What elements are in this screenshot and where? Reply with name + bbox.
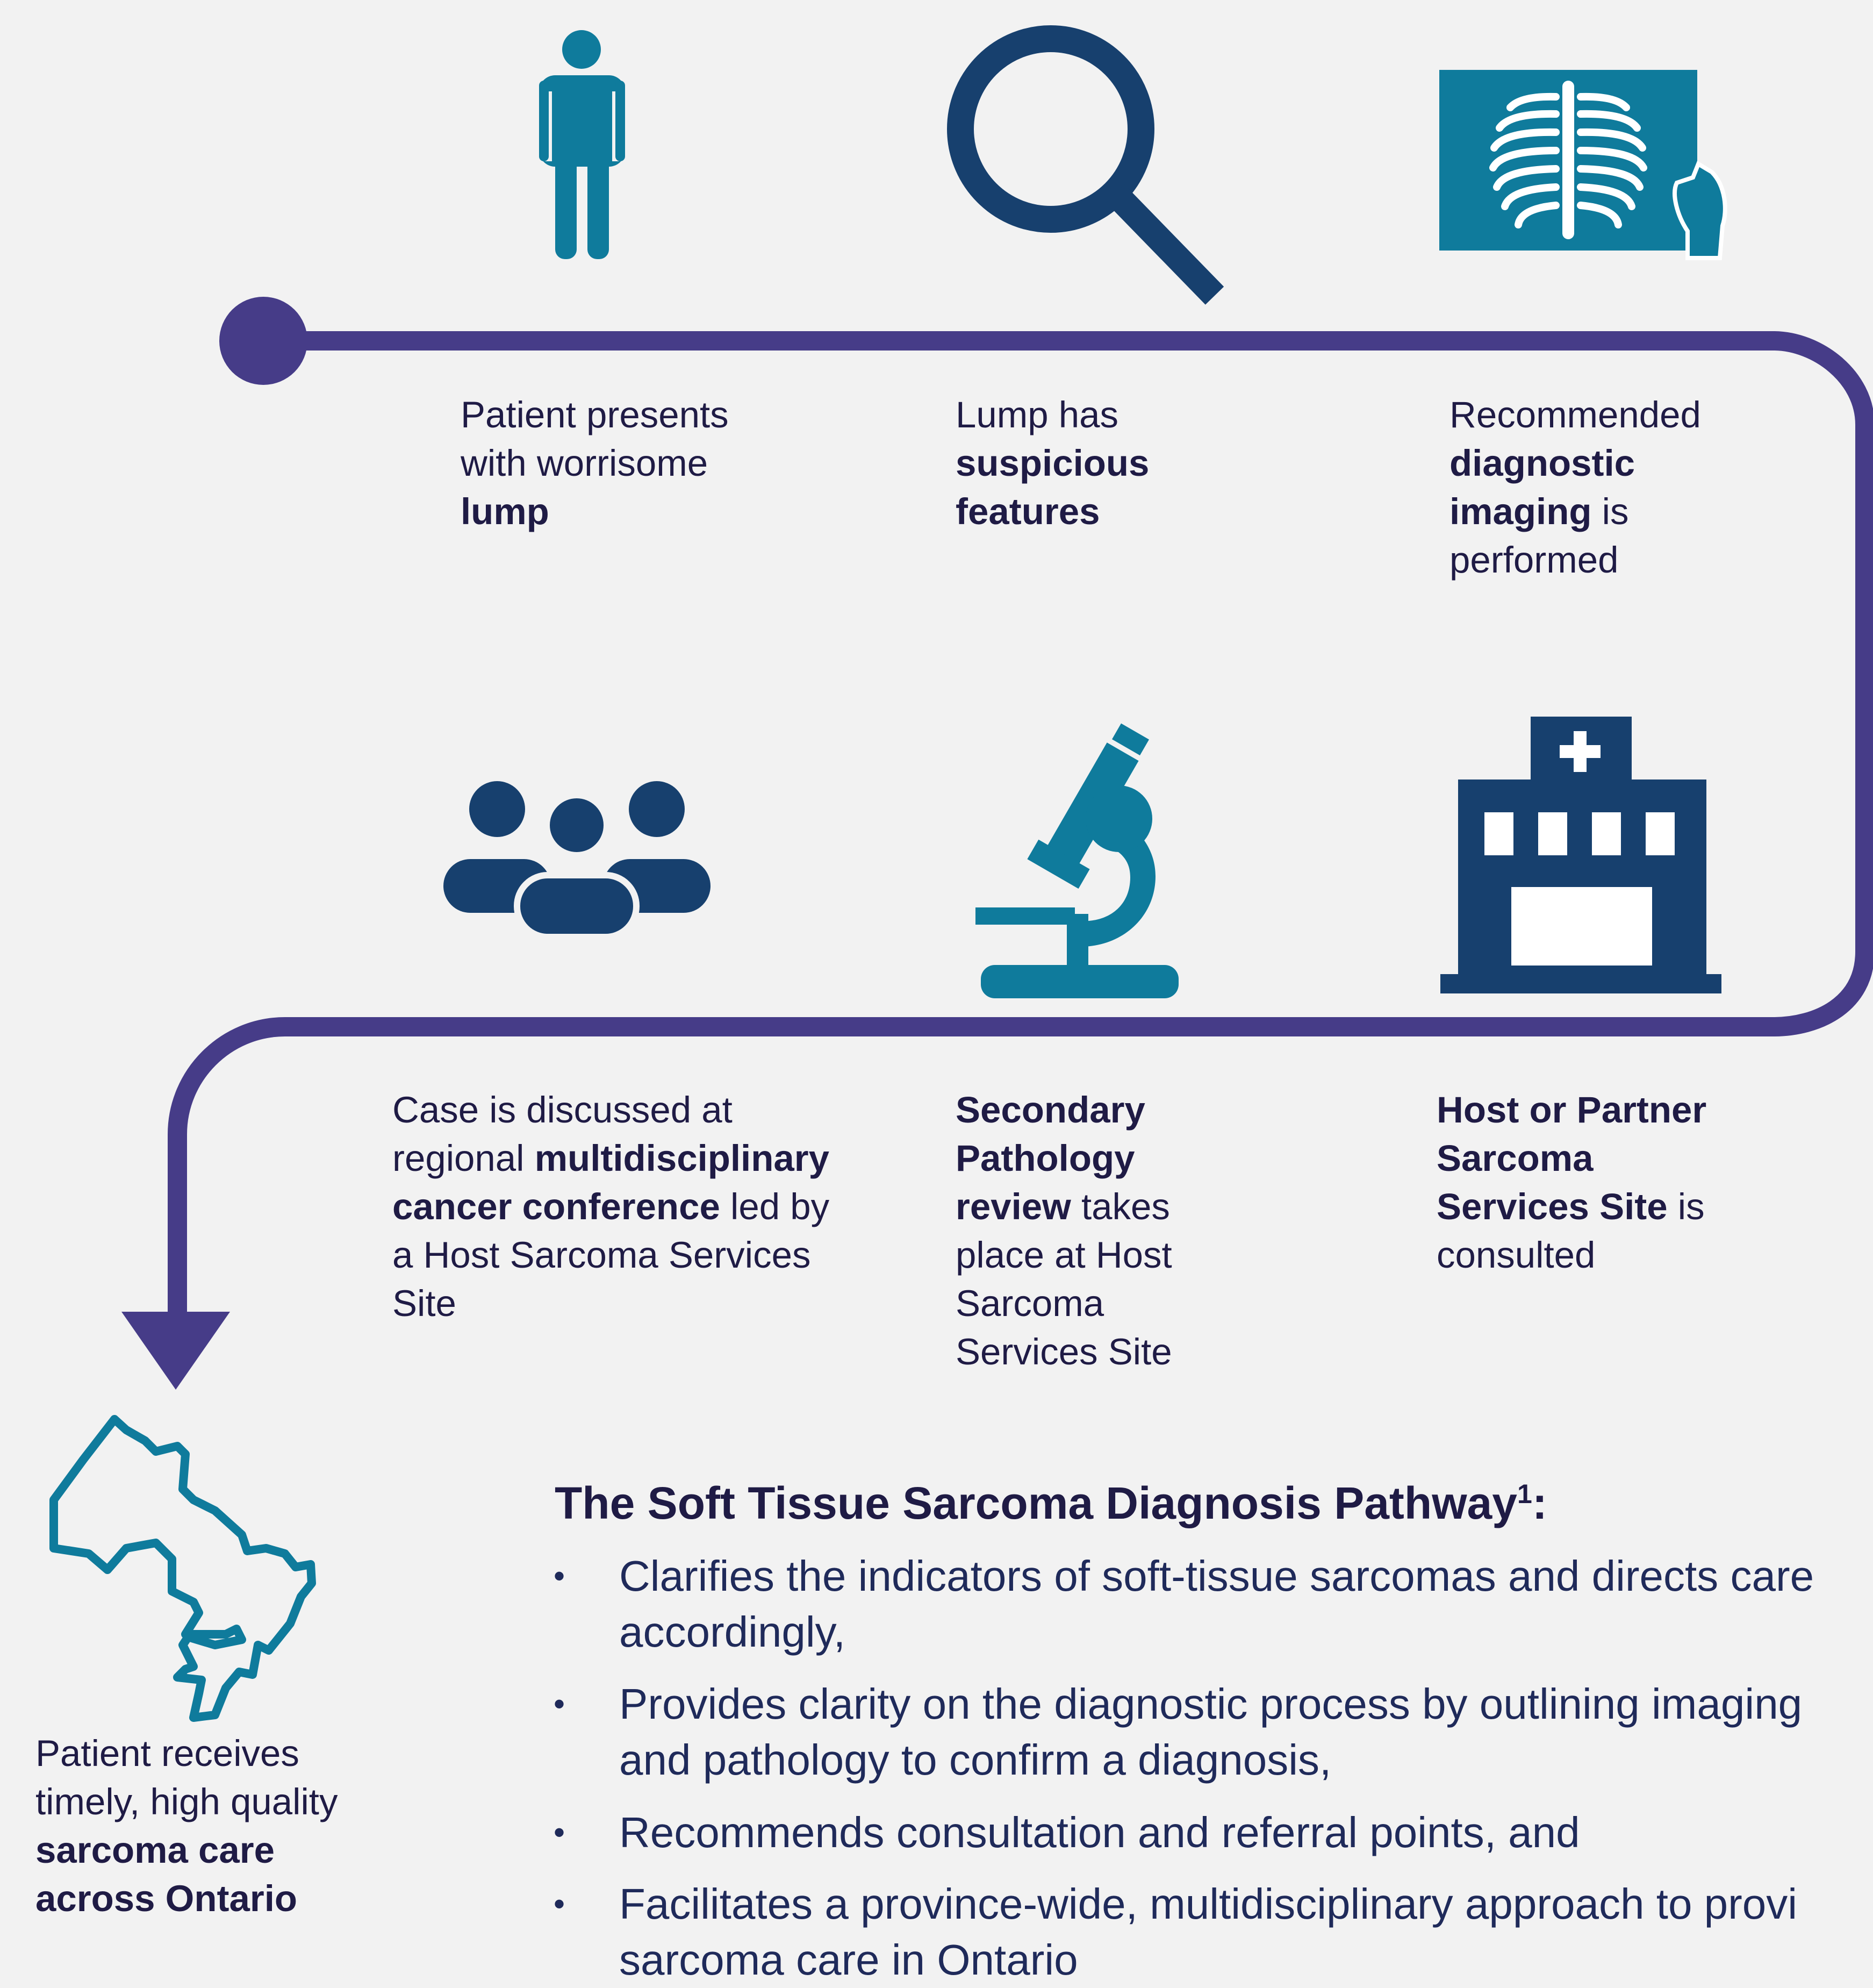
step-text-segment: is performed [1449, 491, 1629, 581]
bullet-text-continued: sarcoma care in Ontario [619, 1936, 1078, 1984]
step-text-segment: Patient receives timely, high quality [35, 1733, 338, 1822]
step-text-segment: lump [461, 491, 549, 532]
team-icon [443, 781, 711, 940]
step-text-patient-lump: Patient presents with worrisome lump [461, 391, 729, 536]
step-text-segment: Host or Partner Sarcoma Services Site [1437, 1089, 1707, 1227]
pathway-heading-text: The Soft Tissue Sarcoma Diagnosis Pathwa… [555, 1478, 1517, 1528]
bullet-text: Clarifies the indicators of soft-tissue … [619, 1552, 1814, 1600]
step-text-host-site-consulted: Host or Partner Sarcoma Services Site is… [1437, 1086, 1716, 1279]
step-text-segment: suspicious features [956, 442, 1150, 532]
bullet-marker: • [554, 1886, 565, 1922]
bullet-marker: • [554, 1814, 565, 1850]
step-text-segment: Lump has [956, 394, 1119, 435]
step-text-segment: led by a Host Sarcoma Services Site [392, 1186, 830, 1324]
pathway-heading-suffix: : [1532, 1478, 1547, 1528]
pathway-heading-footnote: 1 [1517, 1479, 1532, 1509]
person-icon [539, 30, 625, 259]
magnifier-icon [947, 25, 1224, 305]
step-text-segment: takes place at Host Sarcoma Services Sit… [956, 1186, 1172, 1372]
step-text-segment: sarcoma care across Ontario [35, 1829, 298, 1919]
step-text-secondary-pathology: Secondary Pathology review takes place a… [956, 1086, 1224, 1376]
bullet-marker: • [554, 1558, 565, 1594]
xray-icon [1439, 70, 1727, 260]
step-text-segment: Recommended [1449, 394, 1701, 435]
microscope-icon [975, 723, 1179, 998]
step-text-suspicious-features: Lump has suspicious features [956, 391, 1224, 536]
pathway-start-dot [219, 297, 307, 385]
pathway-heading: The Soft Tissue Sarcoma Diagnosis Pathwa… [555, 1477, 1547, 1529]
pathway-line [168, 331, 1873, 1320]
pathway-arrowhead [121, 1312, 230, 1390]
ontario-map-icon [49, 1415, 316, 1722]
step-text-segment: diagnostic imaging [1449, 442, 1635, 532]
step-text-multidisciplinary-conference: Case is discussed at regional multidisci… [392, 1086, 855, 1328]
bullet-text: Recommends consultation and referral poi… [619, 1808, 1580, 1856]
bullet-marker: • [554, 1686, 565, 1722]
step-text-segment: multidisciplinary cancer conference [392, 1138, 829, 1227]
step-text-diagnostic-imaging: Recommended diagnostic imaging is perfor… [1449, 391, 1750, 584]
hospital-icon [1440, 717, 1721, 993]
step-text-segment: Secondary Pathology review [956, 1089, 1145, 1227]
bullet-text: Facilitates a province-wide, multidiscip… [619, 1880, 1798, 1928]
bullet-text-continued: accordingly, [619, 1608, 845, 1656]
step-text-segment: is consulted [1437, 1186, 1705, 1276]
step-text-segment: Case is discussed at regional [392, 1089, 733, 1179]
bullet-text-continued: and pathology to confirm a diagnosis, [619, 1736, 1332, 1784]
step-text-segment: Patient presents with worrisome [461, 394, 729, 484]
bullet-text: Provides clarity on the diagnostic proce… [619, 1680, 1803, 1728]
step-text-sarcoma-care: Patient receives timely, high quality sa… [35, 1729, 358, 1923]
